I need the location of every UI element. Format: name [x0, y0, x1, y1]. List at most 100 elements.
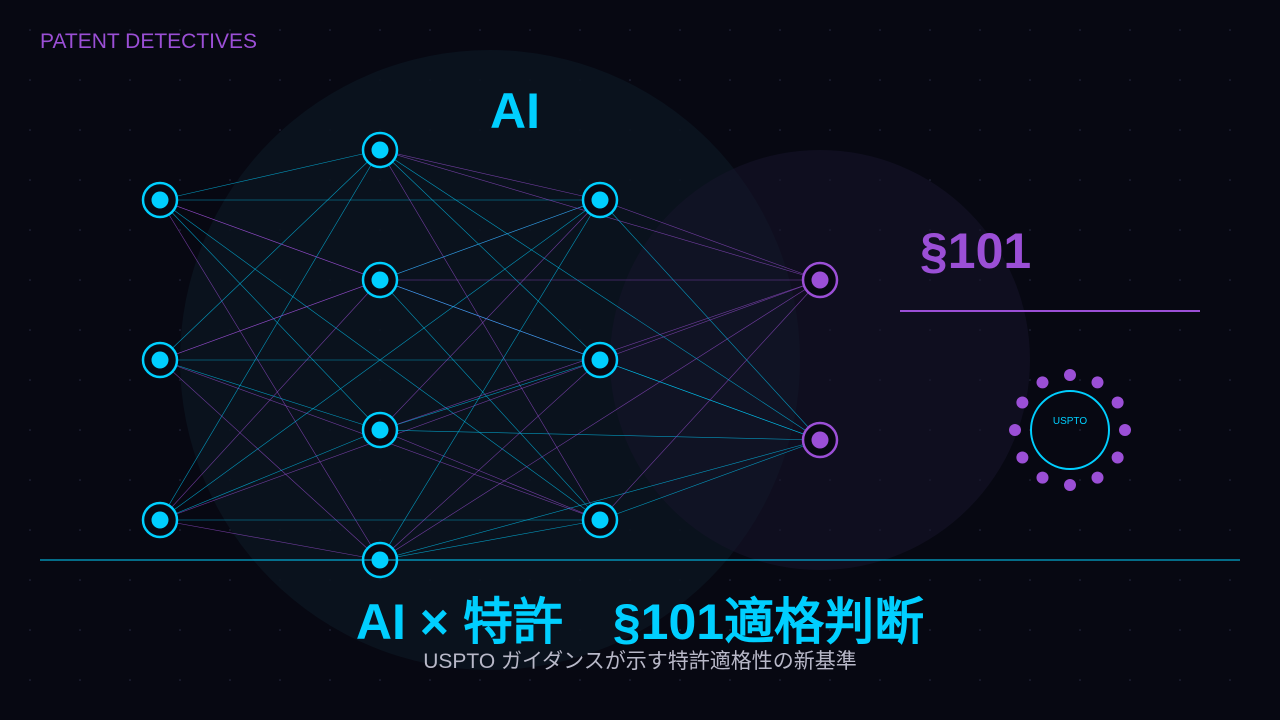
- subtitle: USPTO ガイダンスが示す特許適格性の新基準: [0, 645, 1280, 675]
- grid-dot: [679, 79, 681, 81]
- grid-dot: [779, 29, 781, 31]
- grid-dot: [129, 329, 131, 331]
- grid-dot: [629, 29, 631, 31]
- grid-dot: [1129, 129, 1131, 131]
- grid-dot: [679, 29, 681, 31]
- grid-dot: [29, 579, 31, 581]
- grid-dot: [1179, 29, 1181, 31]
- grid-dot: [829, 129, 831, 131]
- grid-dot: [79, 479, 81, 481]
- grid-dot: [29, 229, 31, 231]
- grid-dot: [1079, 129, 1081, 131]
- grid-dot: [129, 179, 131, 181]
- grid-dot: [829, 679, 831, 681]
- grid-dot: [29, 29, 31, 31]
- seal-dot: [1009, 424, 1021, 436]
- grid-dot: [1079, 429, 1081, 431]
- grid-dot: [1229, 379, 1231, 381]
- grid-dot: [1179, 479, 1181, 481]
- grid-dot: [1129, 479, 1131, 481]
- grid-dot: [1129, 79, 1131, 81]
- seal-dot: [1112, 452, 1124, 464]
- grid-dot: [29, 529, 31, 531]
- seal-dot: [1064, 479, 1076, 491]
- grid-dot: [29, 179, 31, 181]
- grid-dot: [1029, 329, 1031, 331]
- grid-dot: [979, 179, 981, 181]
- grid-dot: [1229, 29, 1231, 31]
- seal-dot: [1037, 376, 1049, 388]
- grid-dot: [179, 179, 181, 181]
- grid-dot: [29, 479, 31, 481]
- grid-dot: [279, 129, 281, 131]
- grid-dot: [929, 579, 931, 581]
- grid-dot: [1179, 579, 1181, 581]
- grid-dot: [979, 79, 981, 81]
- grid-dot: [879, 679, 881, 681]
- grid-dot: [1029, 79, 1031, 81]
- grid-dot: [379, 679, 381, 681]
- grid-dot: [729, 29, 731, 31]
- grid-dot: [1229, 429, 1231, 431]
- grid-dot: [829, 579, 831, 581]
- grid-dot: [1229, 679, 1231, 681]
- grid-dot: [1179, 129, 1181, 131]
- grid-dot: [229, 129, 231, 131]
- grid-dot: [1079, 379, 1081, 381]
- grid-dot: [1079, 179, 1081, 181]
- grid-dot: [179, 329, 181, 331]
- grid-dot: [929, 679, 931, 681]
- grid-dot: [1179, 429, 1181, 431]
- grid-dot: [1179, 279, 1181, 281]
- grid-dot: [179, 679, 181, 681]
- grid-dot: [279, 29, 281, 31]
- grid-dot: [1029, 479, 1031, 481]
- grid-dot: [779, 679, 781, 681]
- grid-dot: [779, 579, 781, 581]
- grid-dot: [179, 229, 181, 231]
- grid-dot: [329, 79, 331, 81]
- grid-dot: [179, 429, 181, 431]
- grid-dot: [129, 129, 131, 131]
- grid-dot: [179, 379, 181, 381]
- grid-dot: [129, 679, 131, 681]
- grid-dot: [1129, 579, 1131, 581]
- grid-dot: [979, 529, 981, 531]
- grid-dot: [1079, 329, 1081, 331]
- network-node-core: [592, 352, 609, 369]
- grid-dot: [1229, 229, 1231, 231]
- grid-dot: [979, 679, 981, 681]
- seal-dot: [1016, 397, 1028, 409]
- network-node-core: [372, 422, 389, 439]
- grid-dot: [1029, 129, 1031, 131]
- network-node-core: [372, 142, 389, 159]
- grid-dot: [179, 579, 181, 581]
- grid-dot: [1079, 279, 1081, 281]
- network-node-core: [152, 192, 169, 209]
- grid-dot: [129, 229, 131, 231]
- grid-dot: [1229, 479, 1231, 481]
- grid-dot: [979, 579, 981, 581]
- grid-dot: [29, 379, 31, 381]
- grid-dot: [1179, 379, 1181, 381]
- network-node-core: [812, 432, 829, 449]
- grid-dot: [1229, 579, 1231, 581]
- grid-dot: [129, 479, 131, 481]
- seal-dot: [1112, 397, 1124, 409]
- grid-dot: [1229, 529, 1231, 531]
- grid-dot: [779, 79, 781, 81]
- grid-dot: [729, 679, 731, 681]
- grid-dot: [729, 79, 731, 81]
- grid-dot: [1029, 379, 1031, 381]
- grid-dot: [229, 79, 231, 81]
- grid-dot: [79, 179, 81, 181]
- grid-dot: [479, 29, 481, 31]
- grid-dot: [229, 679, 231, 681]
- grid-dot: [1129, 29, 1131, 31]
- grid-dot: [1179, 529, 1181, 531]
- grid-dot: [1229, 329, 1231, 331]
- grid-dot: [179, 529, 181, 531]
- grid-dot: [1079, 79, 1081, 81]
- grid-dot: [129, 79, 131, 81]
- grid-dot: [879, 79, 881, 81]
